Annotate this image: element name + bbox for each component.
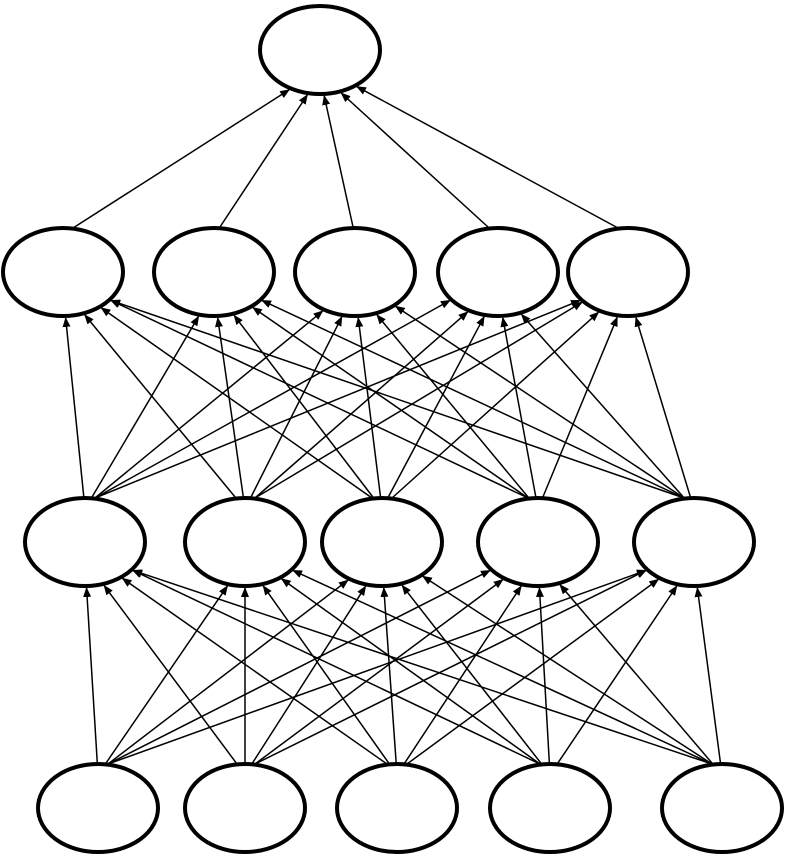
edge-input-1-to-hidden-1-3 xyxy=(107,579,349,765)
input-node-5 xyxy=(660,762,784,854)
edge-hidden-1-2-to-hidden-2-1 xyxy=(84,314,237,499)
hidden-1-node-2 xyxy=(183,496,307,588)
edge-hidden-1-2-to-hidden-2-4 xyxy=(254,311,469,499)
hidden-2-node-1 xyxy=(1,226,125,318)
edge-hidden-2-3-to-output-1 xyxy=(322,94,354,229)
hidden-2-node-3 xyxy=(293,226,417,318)
input-node-2 xyxy=(183,762,307,854)
hidden-2-node-5 xyxy=(566,226,690,318)
edge-input-1-to-hidden-1-4 xyxy=(107,569,491,765)
edge-input-5-to-hidden-1-3 xyxy=(421,575,713,765)
hidden-2-node-4 xyxy=(436,226,560,318)
input-node-4 xyxy=(488,762,612,854)
edge-input-4-to-hidden-1-4 xyxy=(535,586,551,765)
nodes xyxy=(1,4,784,854)
edge-input-5-to-hidden-1-5 xyxy=(694,586,722,765)
connections xyxy=(62,86,722,765)
edge-input-4-to-hidden-1-1 xyxy=(132,569,541,765)
edge-input-1-to-hidden-1-2 xyxy=(104,585,228,765)
edge-input-2-to-hidden-1-1 xyxy=(103,584,238,765)
edge-input-3-to-hidden-1-3 xyxy=(380,586,397,765)
edge-input-1-to-hidden-1-1 xyxy=(83,586,99,765)
edge-input-4-to-hidden-1-3 xyxy=(401,584,543,765)
edge-hidden-1-4-to-hidden-2-1 xyxy=(110,299,529,499)
edge-input-2-to-hidden-1-5 xyxy=(254,569,647,765)
edge-hidden-1-3-to-hidden-2-2 xyxy=(233,314,375,499)
input-node-3 xyxy=(335,762,459,854)
edge-hidden-1-5-to-hidden-2-5 xyxy=(634,316,692,499)
edge-input-5-to-hidden-1-2 xyxy=(292,569,713,765)
hidden-1-node-5 xyxy=(632,496,756,588)
edge-hidden-1-5-to-hidden-2-1 xyxy=(110,299,685,499)
input-node-1 xyxy=(36,762,160,854)
edge-input-1-to-hidden-1-5 xyxy=(107,569,647,765)
edge-hidden-1-3-to-hidden-2-1 xyxy=(100,307,373,499)
output-node-1 xyxy=(258,4,382,96)
edge-input-2-to-hidden-1-4 xyxy=(254,579,504,765)
edge-hidden-1-5-to-hidden-2-4 xyxy=(520,313,685,499)
edge-input-5-to-hidden-1-4 xyxy=(559,584,714,765)
hidden-1-node-3 xyxy=(320,496,444,588)
edge-hidden-1-4-to-hidden-2-3 xyxy=(376,314,530,499)
edge-input-4-to-hidden-1-2 xyxy=(280,578,541,765)
edge-input-2-to-hidden-1-3 xyxy=(251,585,367,765)
edge-hidden-2-4-to-output-1 xyxy=(340,92,490,229)
edge-hidden-1-5-to-hidden-2-3 xyxy=(394,305,685,499)
edge-hidden-1-1-to-hidden-2-3 xyxy=(94,310,324,499)
hidden-2-node-2 xyxy=(152,226,276,318)
edge-input-3-to-hidden-1-2 xyxy=(262,585,391,765)
edge-input-3-to-hidden-1-5 xyxy=(406,578,660,765)
hidden-1-node-1 xyxy=(23,496,147,588)
edge-hidden-1-3-to-hidden-2-4 xyxy=(387,315,485,499)
edge-hidden-2-2-to-output-1 xyxy=(218,94,308,229)
edge-hidden-1-4-to-hidden-2-2 xyxy=(252,306,529,499)
edge-hidden-1-1-to-hidden-2-2 xyxy=(90,315,200,499)
edge-hidden-1-4-to-hidden-2-4 xyxy=(500,316,537,499)
edge-hidden-1-2-to-hidden-2-3 xyxy=(249,316,343,499)
edge-hidden-1-4-to-hidden-2-5 xyxy=(541,316,618,499)
edge-input-3-to-hidden-1-4 xyxy=(403,585,522,765)
edge-input-5-to-hidden-1-1 xyxy=(132,569,713,765)
edge-hidden-1-2-to-hidden-2-5 xyxy=(254,301,583,499)
edge-hidden-1-3-to-hidden-2-5 xyxy=(391,311,600,499)
edge-hidden-1-1-to-hidden-2-4 xyxy=(94,299,451,499)
edge-hidden-1-1-to-hidden-2-1 xyxy=(62,316,85,499)
edge-hidden-2-1-to-output-1 xyxy=(72,89,291,229)
edge-hidden-1-2-to-hidden-2-2 xyxy=(215,316,245,499)
edge-hidden-2-5-to-output-1 xyxy=(356,86,619,229)
edge-hidden-1-1-to-hidden-2-5 xyxy=(94,299,581,499)
hidden-1-node-4 xyxy=(476,496,600,588)
edge-input-3-to-hidden-1-1 xyxy=(121,577,388,765)
edge-input-4-to-hidden-1-5 xyxy=(556,585,678,765)
edge-hidden-1-5-to-hidden-2-2 xyxy=(261,299,685,499)
